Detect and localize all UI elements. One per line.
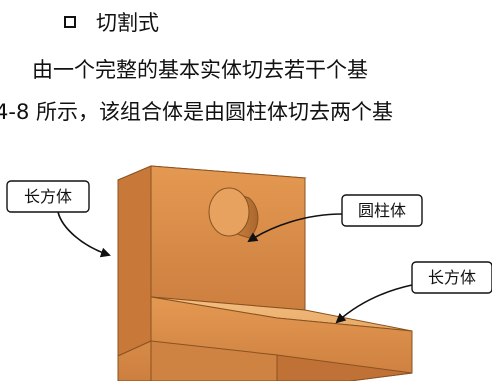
callout-upright-block-label: 长方体 bbox=[24, 187, 72, 206]
paragraph-line-1: 由一个完整的基本实体切去若干个基 bbox=[32, 58, 368, 82]
hollow-square-bullet-icon bbox=[64, 16, 76, 28]
cylinder-end-face bbox=[208, 187, 250, 237]
callout-cylinder-label: 圆柱体 bbox=[358, 201, 406, 220]
section-heading-text: 切割式 bbox=[96, 11, 159, 35]
base-block-front-lower bbox=[150, 340, 278, 381]
callout-base-block: 长方体 bbox=[335, 261, 492, 324]
callout-upright-block-box bbox=[6, 180, 90, 213]
callout-cylinder-arrow bbox=[247, 213, 343, 243]
callout-base-block-box bbox=[411, 261, 492, 294]
upright-block-side-face bbox=[117, 165, 152, 357]
callout-cylinder-box bbox=[341, 194, 423, 227]
callout-base-block-arrow bbox=[335, 284, 413, 324]
callout-base-block-label: 长方体 bbox=[428, 268, 476, 287]
section-heading: 切割式 bbox=[64, 6, 159, 38]
base-block-right-side bbox=[276, 354, 413, 381]
paragraph-line-2: 4-8 所示，该组合体是由圆柱体切去两个基 bbox=[0, 100, 393, 124]
callout-upright-block: 长方体 bbox=[6, 180, 111, 258]
callout-upright-block-arrow bbox=[57, 211, 111, 258]
callout-cylinder: 圆柱体 bbox=[247, 194, 423, 243]
